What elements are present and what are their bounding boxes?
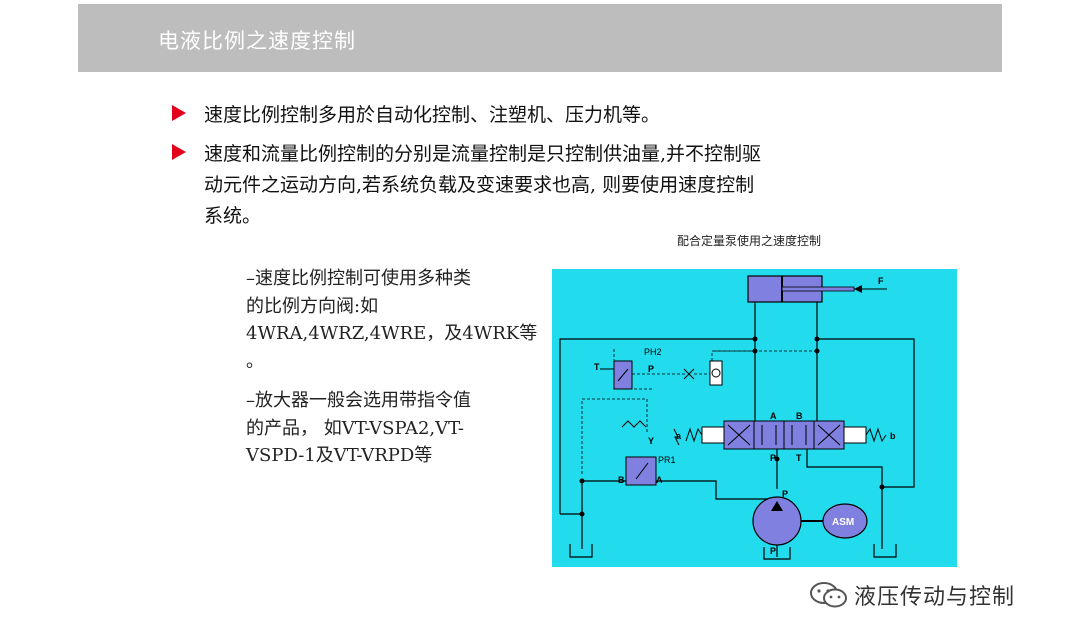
port-b-label: B (618, 475, 625, 485)
tank-icon (569, 544, 593, 558)
valve-port-a-label: A (770, 411, 777, 421)
port-a-label: A (656, 475, 663, 485)
bullet-text: 速度比例控制多用於自动化控制、注塑机、压力机等。 (204, 104, 661, 126)
tank-icon (873, 544, 897, 558)
title-bar: 电液比例之速度控制 (78, 4, 1002, 72)
cylinder-rod (781, 286, 855, 292)
wechat-icon (810, 582, 847, 608)
port-t-label: T (594, 362, 600, 372)
junction-dot (579, 511, 585, 517)
junction-dot (879, 484, 885, 490)
spring-icon (621, 420, 647, 428)
solenoid-b-label: b (890, 431, 896, 441)
junction-dot (579, 478, 585, 484)
check-valve (709, 360, 723, 386)
valve-port-p-label: P (770, 453, 776, 463)
pump-direction-icon (771, 501, 783, 511)
force-label: F (878, 276, 884, 286)
check-ball (711, 368, 721, 378)
pipe (656, 480, 777, 500)
pipe (817, 338, 915, 488)
hydraulic-circuit-diagram: F T PH2 P Y PR (552, 269, 957, 567)
watermark: 液压传动与控制 (808, 578, 1015, 612)
force-arrow-icon (854, 285, 862, 293)
valve-arrow (617, 368, 629, 382)
pilot-line (581, 398, 648, 474)
port-y-label: Y (648, 436, 654, 446)
triangle-bullet-icon (172, 144, 186, 160)
side-notes: –速度比例控制可使用多种类 的比例方向阀:如 4WRA,4WRZ,4WRE，及4… (246, 265, 546, 482)
pressure-reducing-valve-pr1 (625, 456, 657, 486)
valve-port-b-label: B (796, 411, 803, 421)
suction-port-p-label: P (770, 546, 776, 556)
bullet-text: 速度和流量比例控制的分别是流量控制是只控制供油量,并不控制驱 动元件之运动方向,… (204, 143, 762, 227)
orifice-icon (683, 368, 695, 380)
bullet-list: 速度比例控制多用於自动化控制、注塑机、压力机等。 速度和流量比例控制的分别是流量… (172, 100, 892, 240)
bullet-item: 速度和流量比例控制的分别是流量控制是只控制供油量,并不控制驱 动元件之运动方向,… (172, 139, 892, 232)
proportional-directional-valve (701, 420, 867, 450)
circuit-svg: F T PH2 P Y PR (559, 275, 915, 560)
triangle-bullet-icon (172, 105, 186, 121)
pipe (559, 338, 755, 514)
ph2-label: PH2 (644, 347, 662, 357)
bullet-item: 速度比例控制多用於自动化控制、注塑机、压力机等。 (172, 100, 892, 131)
pump-port-p-label: P (782, 489, 788, 499)
motor (822, 503, 868, 539)
port-p-label: P (648, 364, 654, 374)
pipe (581, 480, 626, 514)
note-text: –放大器一般会选用带指令值 的产品， 如VT-VSPA2,VT- VSPD-1及… (246, 390, 471, 466)
spring-icon (865, 427, 887, 443)
pr1-label: PR1 (658, 455, 676, 465)
valve-port-t-label: T (796, 453, 802, 463)
page-title: 电液比例之速度控制 (158, 29, 356, 53)
junction-dot (774, 456, 780, 462)
note-text: –速度比例控制可使用多种类 的比例方向阀:如 4WRA,4WRZ,4WRE，及4… (246, 268, 538, 372)
electric-signal-icon (673, 428, 680, 446)
pipe (806, 449, 883, 514)
figure-caption: 配合定量泵使用之速度控制 (677, 234, 822, 248)
motor-label: ASM (832, 517, 854, 528)
valve-arrow (635, 462, 649, 480)
tank-icon (763, 547, 791, 560)
spring-icon (685, 427, 703, 443)
watermark-text: 液压传动与控制 (854, 585, 1016, 610)
solenoid-a-label: a (676, 431, 682, 441)
